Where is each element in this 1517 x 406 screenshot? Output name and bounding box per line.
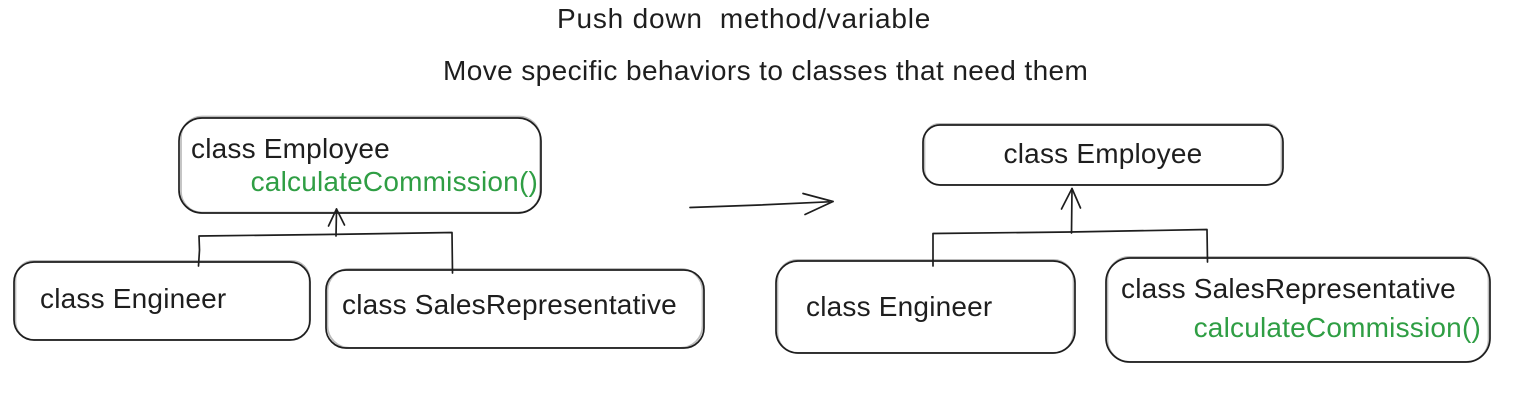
class-box-engineer-after-outline (775, 258, 1076, 354)
class-name-label: class Engineer (806, 291, 993, 322)
inheritance-bracket-before (197, 231, 454, 274)
class-box-employee-after-outline (922, 122, 1284, 186)
inheritance-arrow-before (327, 208, 346, 237)
class-box-salesrepresentative-after-outline (1105, 255, 1491, 363)
class-name-label: class SalesRepresentative (342, 289, 677, 320)
class-box-employee-before-outline (178, 115, 542, 214)
inheritance-arrow-after (1060, 187, 1082, 234)
class-name-label: class Employee (191, 133, 390, 164)
method-name-label: calculateCommission() (1193, 312, 1481, 343)
class-box-engineer-after: class Engineer (776, 261, 1075, 353)
inheritance-bracket-after (932, 228, 1209, 267)
class-name-label: class SalesRepresentative (1121, 273, 1456, 304)
class-box-engineer-before-outline (13, 259, 311, 341)
class-box-engineer-before: class Engineer (14, 262, 310, 340)
method-name-label: calculateCommission() (250, 166, 538, 197)
diagram-title: Push down method/variable (557, 3, 932, 34)
class-box-employee-before: class Employee calculateCommission() (179, 118, 541, 213)
transform-arrow (689, 192, 834, 216)
class-name-label: class Engineer (40, 283, 227, 314)
class-box-employee-after: class Employee (923, 125, 1283, 185)
class-box-salesrepresentative-after: class SalesRepresentative calculateCommi… (1106, 258, 1490, 362)
diagram-subtitle: Move specific behaviors to classes that … (443, 55, 1089, 86)
class-box-salesrepresentative-before-outline (325, 267, 705, 349)
class-box-salesrepresentative-before: class SalesRepresentative (326, 270, 704, 348)
class-name-label: class Employee (1003, 138, 1203, 169)
